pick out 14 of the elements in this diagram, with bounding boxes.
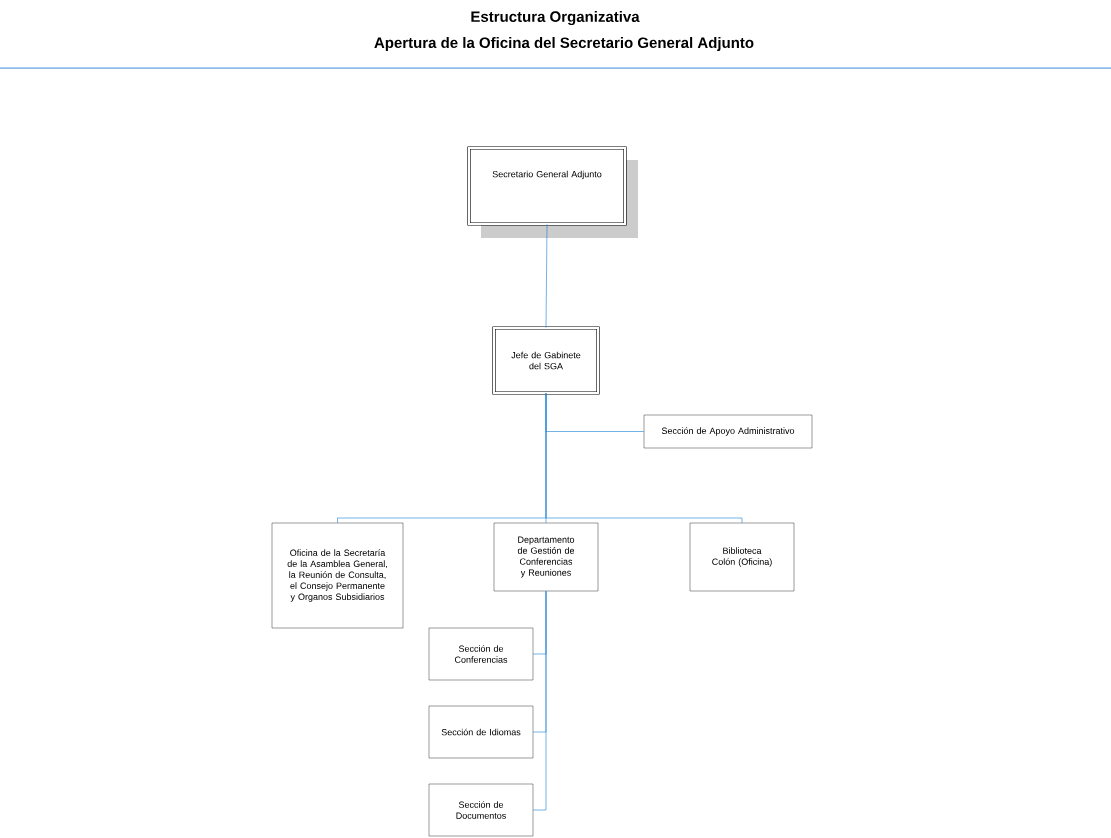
subtitle: Apertura de la Oficina del Secretario General Adjunto <box>374 37 754 51</box>
org-box: Departamento de Gestión de Conferencias y Reuniones <box>493 522 599 592</box>
connector-line <box>545 393 743 524</box>
connector-line <box>532 590 547 811</box>
org-box: Jefe de Gabinete del SGA <box>492 326 600 395</box>
org-box: Secretario General Adjunto <box>467 146 638 238</box>
org-box: Sección de Apoyo Administrativo <box>643 414 813 449</box>
org-box: Biblioteca Colón (Oficina) <box>689 522 795 592</box>
org-box: Oficina de la Secretaría de la Asamblea General, la Reunión de Consulta, el Consejo Permanente y Organos Subsidiarios <box>271 522 404 629</box>
org-box: Sección de Idiomas <box>428 705 534 759</box>
title: Estructura Organizativa <box>471 11 640 26</box>
org-box: Sección de Conferencias <box>428 627 534 681</box>
org-box: Sección de Documentos <box>428 783 534 837</box>
connector-line <box>545 224 548 328</box>
